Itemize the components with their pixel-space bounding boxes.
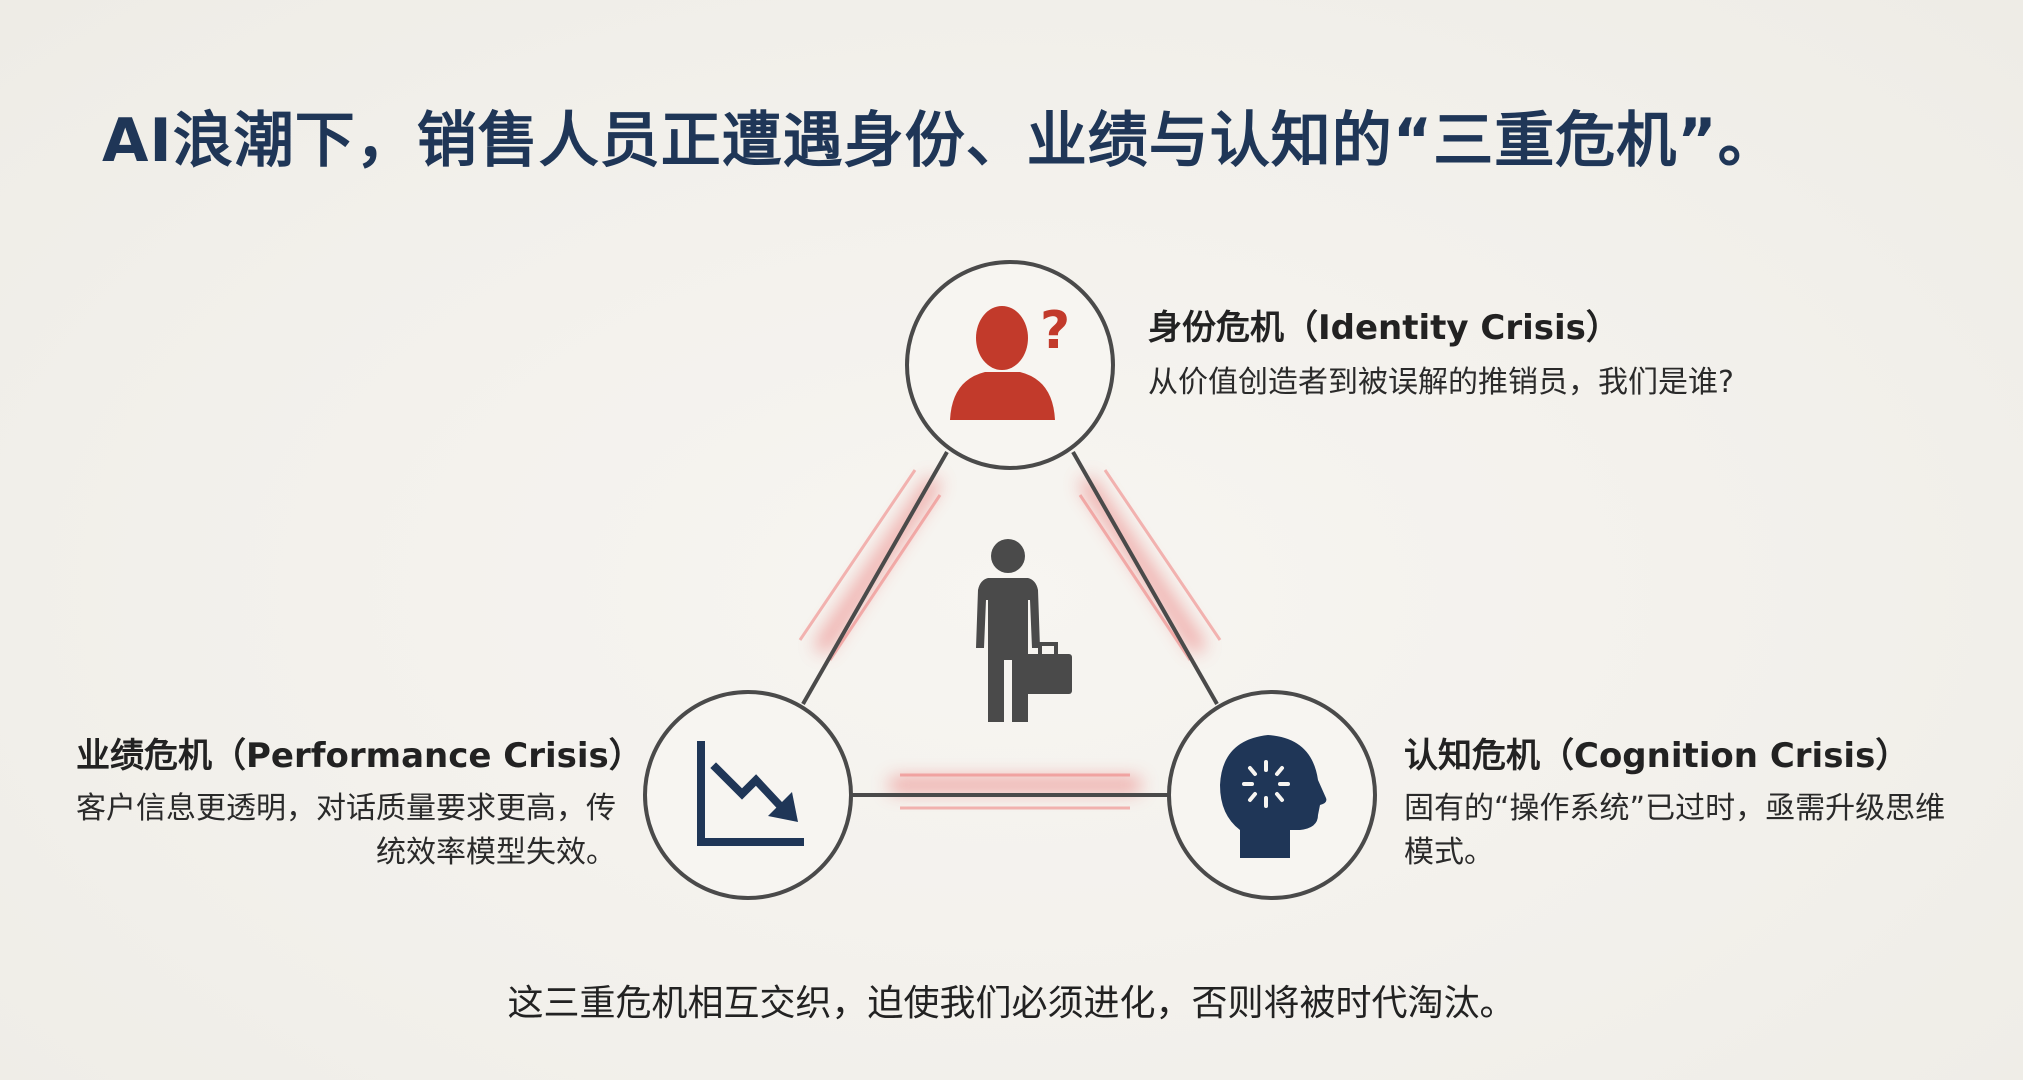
- cognition-crisis-label: 认知危机（Cognition Crisis） 固有的“操作系统”已过时，亟需升级…: [1404, 728, 1964, 875]
- triangle-edges: [801, 451, 1219, 797]
- identity-crisis-description: 从价值创造者到被误解的推销员，我们是谁?: [1148, 365, 1734, 400]
- edge-glow-lines: [798, 469, 1222, 810]
- cognition-crisis-title: 认知危机（Cognition Crisis）: [1404, 736, 1910, 776]
- head-gear-icon: [1220, 735, 1327, 858]
- performance-node: [643, 690, 853, 900]
- identity-node: ?: [905, 260, 1115, 470]
- identity-crisis-label: 身份危机（Identity Crisis） 从价值创造者到被误解的推销员，我们是…: [1148, 300, 1734, 405]
- page-title: AI浪潮下，销售人员正遭遇身份、业绩与认知的“三重危机”。: [102, 106, 1779, 176]
- cognition-node: [1167, 690, 1377, 900]
- businessman-icon: [976, 539, 1072, 722]
- svg-text:?: ?: [1040, 301, 1070, 361]
- performance-crisis-description: 客户信息更透明，对话质量要求更高，传统效率模型失效。: [76, 791, 616, 870]
- footer-summary: 这三重危机相互交织，迫使我们必须进化，否则将被时代淘汰。: [507, 983, 1516, 1024]
- performance-crisis-title: 业绩危机（Performance Crisis）: [76, 736, 643, 776]
- performance-crisis-label: 业绩危机（Performance Crisis） 客户信息更透明，对话质量要求更…: [76, 728, 643, 875]
- cognition-crisis-description: 固有的“操作系统”已过时，亟需升级思维模式。: [1404, 791, 1946, 870]
- edge-identity-performance: [801, 451, 949, 705]
- edge-identity-cognition: [1071, 451, 1219, 705]
- identity-crisis-title: 身份危机（Identity Crisis）: [1148, 308, 1620, 348]
- chart-down-icon: [697, 741, 804, 846]
- person-question-icon: ?: [950, 301, 1070, 420]
